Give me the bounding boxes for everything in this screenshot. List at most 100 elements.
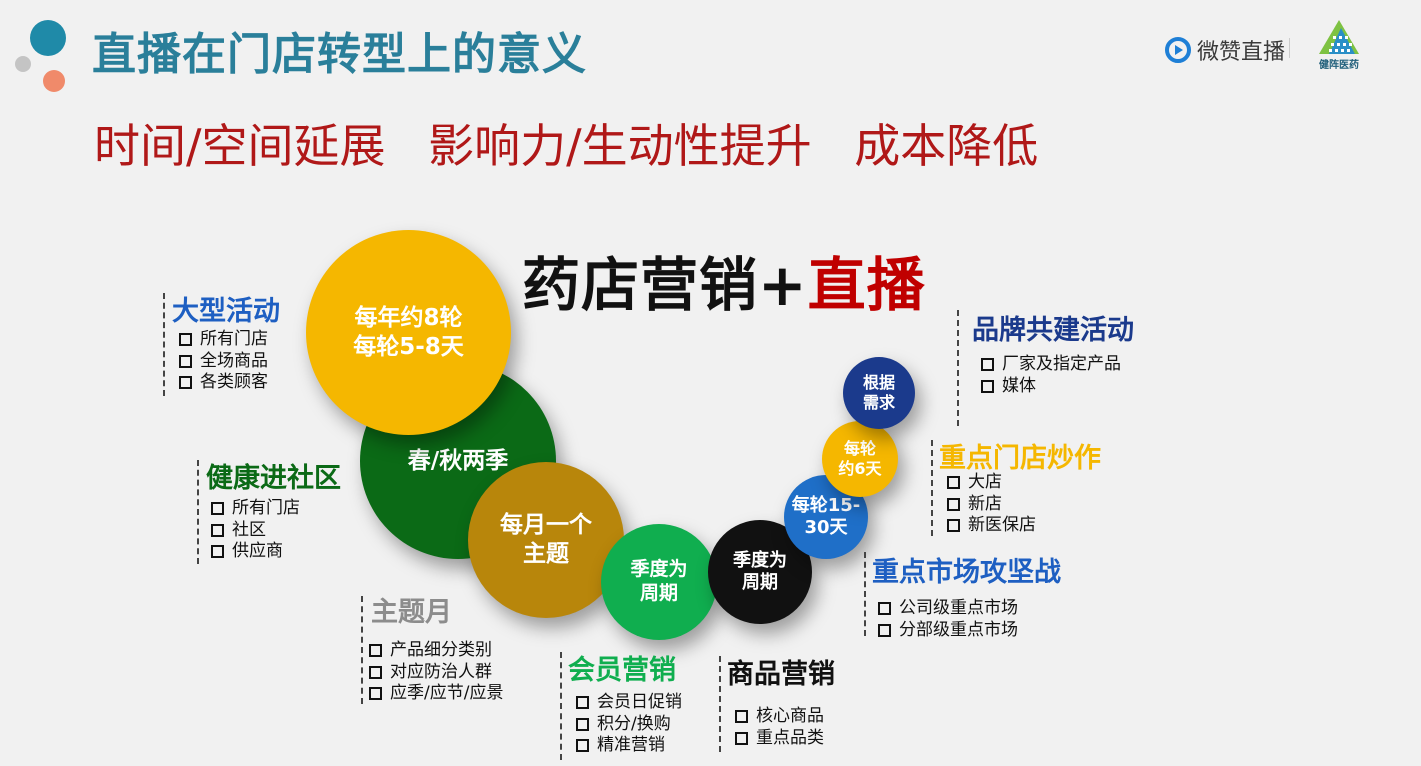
group-title: 大型活动	[172, 296, 280, 327]
item-text: 大店	[968, 472, 1002, 492]
list-item: 产品细分类别	[369, 640, 503, 662]
divider	[931, 440, 933, 536]
circle-8-line-2: 需求	[862, 393, 895, 412]
checkbox-icon	[878, 623, 891, 637]
item-text: 全场商品	[200, 350, 268, 371]
item-text: 核心商品	[756, 706, 824, 726]
circle-4-line-1: 季度为	[630, 558, 688, 581]
subtitle-part-1: 时间/空间延展	[94, 119, 386, 173]
item-text: 积分/换购	[597, 713, 671, 734]
circle-4-line-2: 周期	[639, 582, 678, 604]
checkbox-icon	[211, 545, 224, 559]
item-text: 分部级重点市场	[899, 619, 1018, 640]
circle-5-line-1: 季度为	[733, 549, 787, 571]
list-item: 各类顾客	[179, 372, 268, 394]
item-list: 会员日促销 积分/换购 精准营销	[576, 692, 682, 757]
checkbox-icon	[735, 710, 748, 724]
divider	[361, 596, 363, 704]
checkbox-icon	[179, 376, 192, 390]
list-item: 应季/应节/应景	[369, 683, 503, 705]
checkbox-icon	[576, 696, 589, 710]
item-text: 各类顾客	[200, 372, 268, 392]
group-title: 重点市场攻坚战	[872, 557, 1061, 588]
list-item: 大店	[947, 472, 1036, 494]
circle-1-line-1: 每年约8轮	[354, 304, 463, 331]
building-icon	[1319, 20, 1359, 54]
checkbox-icon	[947, 519, 960, 533]
page-title: 直播在门店转型上的意义	[92, 29, 587, 80]
group-key-store: 重点门店炒作 大店 新店 新医保店	[931, 440, 1131, 536]
list-item: 公司级重点市场	[878, 598, 1018, 620]
partner-logo: 健阵医药	[1308, 18, 1366, 71]
decor-dot-orange	[43, 70, 65, 92]
item-list: 产品细分类别 对应防治人群 应季/应节/应景	[369, 640, 503, 705]
list-item: 分部级重点市场	[878, 620, 1018, 642]
divider	[163, 293, 165, 396]
group-product-marketing: 商品营销 核心商品 重点品类	[719, 656, 859, 752]
divider	[560, 652, 562, 760]
circle-3-line-1: 每月一个	[500, 512, 592, 539]
checkbox-icon	[947, 476, 960, 490]
play-icon	[1165, 37, 1191, 63]
item-text: 媒体	[1002, 375, 1036, 396]
divider	[719, 656, 721, 752]
group-member-marketing: 会员营销 会员日促销 积分/换购 精准营销	[560, 652, 710, 760]
partner-name: 健阵医药	[1319, 60, 1359, 71]
item-text: 厂家及指定产品	[1002, 354, 1121, 374]
item-list: 厂家及指定产品 媒体	[981, 354, 1121, 397]
list-item: 核心商品	[735, 706, 824, 728]
group-title: 主题月	[371, 597, 452, 628]
item-text: 公司级重点市场	[899, 598, 1018, 618]
subtitle-part-2: 影响力/生动性提升	[428, 119, 812, 173]
list-item: 会员日促销	[576, 692, 682, 714]
checkbox-icon	[369, 687, 382, 701]
group-health-community: 健康进社区 所有门店 社区 供应商	[197, 460, 367, 564]
group-brand-cobuild: 品牌共建活动 厂家及指定产品 媒体	[957, 310, 1157, 426]
list-item: 重点品类	[735, 728, 824, 750]
item-text: 精准营销	[597, 735, 665, 755]
list-item: 媒体	[981, 376, 1121, 398]
logo-divider	[1289, 38, 1290, 58]
item-list: 公司级重点市场 分部级重点市场	[878, 598, 1018, 641]
item-text: 所有门店	[232, 498, 300, 518]
group-title: 健康进社区	[206, 463, 341, 494]
item-text: 社区	[232, 519, 266, 540]
circle-7-line-1: 每轮	[843, 439, 876, 458]
checkbox-icon	[576, 717, 589, 731]
list-item: 积分/换购	[576, 714, 682, 736]
checkbox-icon	[211, 502, 224, 516]
decor-dot-blue	[30, 20, 66, 56]
item-text: 新医保店	[968, 515, 1036, 535]
checkbox-icon	[179, 354, 192, 368]
item-text: 重点品类	[756, 727, 824, 748]
item-list: 所有门店 全场商品 各类顾客	[179, 329, 268, 394]
item-text: 产品细分类别	[390, 640, 492, 660]
list-item: 新医保店	[947, 515, 1036, 537]
circle-monthly-theme: 每月一个 主题	[468, 462, 624, 618]
list-item: 新店	[947, 494, 1036, 516]
group-major-events: 大型活动 所有门店 全场商品 各类顾客	[163, 293, 313, 396]
list-item: 厂家及指定产品	[981, 354, 1121, 376]
divider	[864, 552, 866, 636]
circle-6-line-2: 30天	[804, 517, 848, 538]
group-title: 商品营销	[727, 659, 835, 690]
checkbox-icon	[981, 358, 994, 372]
checkbox-icon	[369, 644, 382, 658]
list-item: 全场商品	[179, 351, 268, 373]
list-item: 精准营销	[576, 735, 682, 757]
list-item: 所有门店	[179, 329, 268, 351]
list-item: 供应商	[211, 541, 300, 563]
checkbox-icon	[981, 379, 994, 393]
item-text: 新店	[968, 493, 1002, 514]
item-text: 应季/应节/应景	[390, 683, 504, 703]
item-text: 供应商	[232, 541, 283, 561]
item-text: 对应防治人群	[390, 661, 492, 682]
item-list: 核心商品 重点品类	[735, 706, 824, 749]
circle-6-days: 每轮 约6天	[822, 421, 898, 497]
central-heading-part1: 药店营销+	[522, 251, 808, 319]
circle-8-line-1: 根据	[862, 373, 895, 392]
divider	[197, 460, 199, 564]
checkbox-icon	[878, 602, 891, 616]
item-list: 大店 新店 新医保店	[947, 472, 1036, 537]
circle-3-line-2: 主题	[523, 541, 569, 567]
